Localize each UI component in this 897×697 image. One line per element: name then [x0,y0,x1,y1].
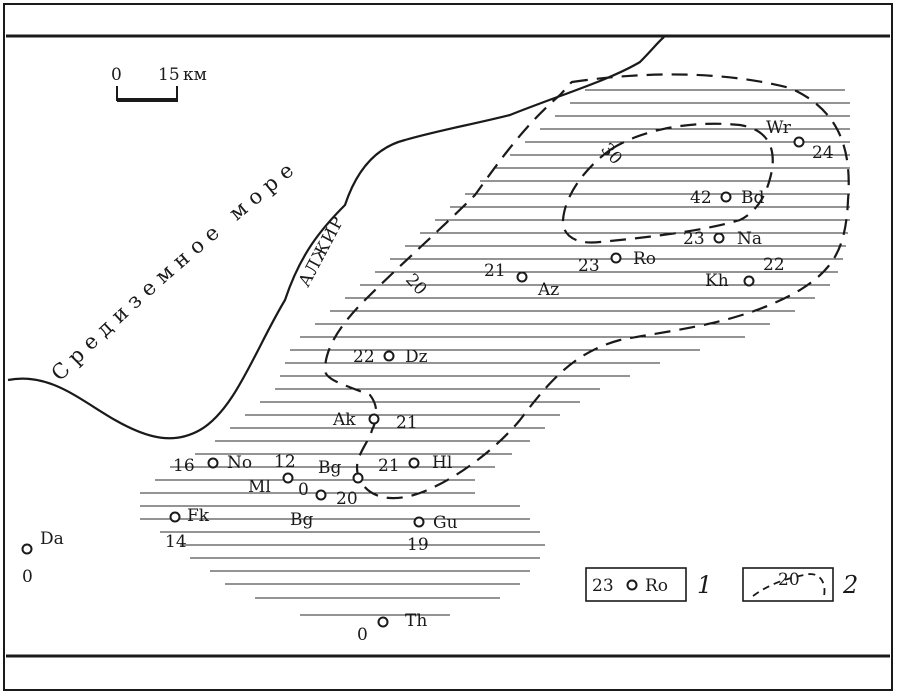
station-value: 24 [812,143,834,163]
station-code: Gu [433,513,458,533]
station-value: 0 [357,625,368,645]
station-value: 42 [690,188,712,208]
legend-number-1: 1 [697,571,712,599]
station-dz: 22 Dz [353,347,428,367]
station-code: Fk [187,506,210,526]
station-code: No [227,453,252,473]
station-value: 19 [407,535,429,555]
station-th: Th 0 [357,611,427,645]
scale-value: 15 [158,65,180,85]
station-ak: Ak 21 [332,410,418,433]
station-value: 0 [22,567,33,587]
scale-unit: км [183,65,207,85]
station-code: Dz [405,347,428,367]
legend-item-1: 23 Ro 1 [585,567,712,602]
legend-sample-value: 23 [592,576,614,596]
station-value: 20 [336,489,358,509]
station-az: 21 Az [484,261,559,300]
station-wr: Wr 24 [766,118,834,163]
scale-zero: 0 [111,65,122,85]
station-ml: Ml 0 [248,472,309,500]
station-da: Da 0 [21,529,64,587]
station-value: 21 [378,456,400,476]
station-no: 16 No [173,453,252,476]
station-code: Da [40,529,64,549]
country-label: АЛЖИР [295,213,349,291]
scale-bar: 0 15 км [111,65,207,102]
station-value: 21 [396,413,418,433]
station-code: Az [537,280,559,300]
station-value: 14 [165,532,187,552]
station-fk: Fk 14 [165,506,210,552]
station-code: Ml [248,477,271,497]
station-value: 23 [683,229,705,249]
station-na: 23 Na [683,229,762,249]
station-value: 12 [274,452,296,472]
station-code: Ro [633,249,656,269]
station-bg-south: 20 Bg [290,489,358,530]
station-kh: Kh 22 [705,255,785,291]
station-bg-north: 12 Bg [274,452,364,484]
station-ro: 23 Ro [578,249,656,276]
legend: 23 Ro 1 20 2 [585,567,858,602]
station-bd: 42 Bd [690,188,764,208]
station-code: Bg [318,458,341,478]
station-code: Na [737,229,762,249]
legend-item-2: 20 2 [742,567,858,602]
station-value: 21 [484,261,506,281]
station-hl: 21 Hl [378,453,452,476]
isoline-20 [323,73,850,500]
station-code: Hl [432,453,452,473]
station-gu: Gu 19 [407,513,458,555]
station-code: Th [405,611,427,631]
map-frame [3,3,893,691]
legend-number-2: 2 [842,571,858,599]
hatched-zone [140,89,850,616]
station-code: Bg [290,510,313,530]
legend-sample-code: Ro [645,576,668,596]
stations: Wr 24 42 Bd 23 Na 23 Ro Kh 22 21 Az [21,118,834,645]
isoline-label-20: 20 [401,270,430,299]
coastline [7,36,665,440]
legend-sample-isoline: 20 [778,570,800,590]
station-value: 0 [298,480,309,500]
station-value: 16 [173,456,195,476]
station-code: Ak [332,410,356,430]
sea-label: Средиземное море [46,154,303,386]
isoline-30 [561,122,774,244]
station-value: 22 [353,347,375,367]
station-code: Kh [705,271,729,291]
station-value: 22 [763,255,785,275]
station-code: Bd [741,188,764,208]
station-code: Wr [766,118,792,138]
station-value: 23 [578,256,600,276]
